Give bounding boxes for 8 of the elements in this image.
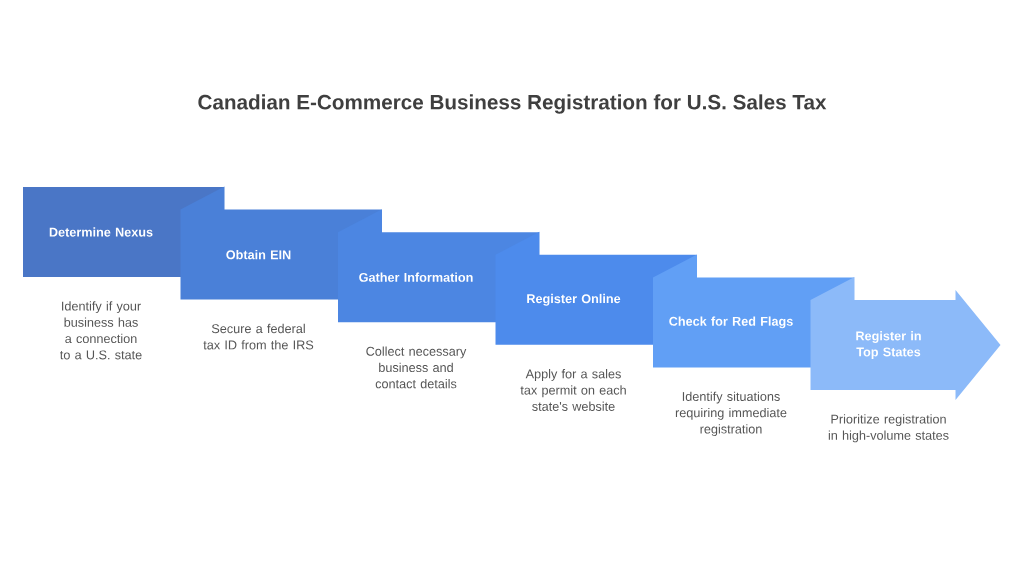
step-description: Apply for a sales tax permit on each state's website xyxy=(520,369,626,411)
step-description: Identify if your business has a connection to a U.S. state xyxy=(60,301,142,360)
step-description: Collect necessary business and contact details xyxy=(366,346,467,389)
step-description: Prioritize registration in high-volume states xyxy=(828,414,949,443)
step-box: Register in Top States xyxy=(810,277,1001,400)
title: Canadian E-Commerce Business Registration for U.S. Sales Tax xyxy=(198,94,827,114)
step-description: Secure a federal tax ID from the IRS xyxy=(203,323,314,350)
step-description: Identify situations requiring immediate registration xyxy=(675,391,787,436)
